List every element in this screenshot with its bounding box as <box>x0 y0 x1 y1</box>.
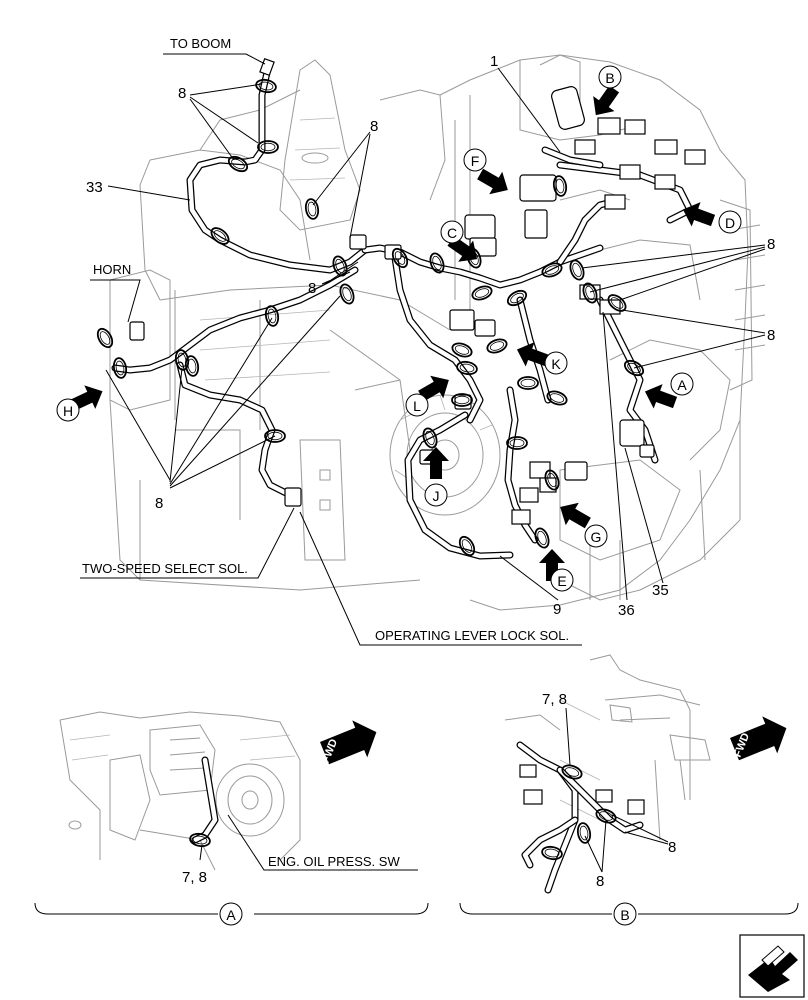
detail-view-b: 7, 8 8 8 FWD B <box>459 654 799 926</box>
label-horn: HORN <box>93 262 131 277</box>
label-operating-lever-lock-sol: OPERATING LEVER LOCK SOL. <box>375 628 569 643</box>
view-letter-d: D <box>725 215 735 231</box>
callout-labels: TO BOOM HORN TWO-SPEED SELECT SOL. OPERA… <box>82 36 775 643</box>
view-arrow-icon <box>418 375 449 402</box>
view-arrow-icon <box>644 384 678 409</box>
view-arrow-icon <box>516 342 550 367</box>
detail-b-title: B <box>620 907 629 923</box>
harness-clamps <box>93 77 647 559</box>
part-7-8-detail-b: 7, 8 <box>542 691 567 708</box>
view-letter-g: G <box>591 529 602 545</box>
view-arrows <box>70 85 716 581</box>
leader-lines <box>80 53 766 646</box>
connectors <box>129 57 706 525</box>
part-36: 36 <box>618 602 635 619</box>
part-8-detail-b-right: 8 <box>668 839 676 856</box>
view-letter-a: A <box>677 377 687 393</box>
view-letter-k: K <box>551 356 561 372</box>
fwd-arrow-icon <box>320 720 377 765</box>
part-33: 33 <box>86 179 103 196</box>
detail-a-engine-outline <box>59 711 301 871</box>
view-letter-l: L <box>413 398 421 414</box>
view-arrow-icon <box>682 202 716 227</box>
part-8-right-upper: 8 <box>767 236 775 253</box>
view-letter-h: H <box>63 403 73 419</box>
view-letter-e: E <box>557 573 566 589</box>
detail-view-a: ENG. OIL PRESS. SW 7, 8 FWD A <box>34 711 429 926</box>
view-letter-circles <box>56 65 742 592</box>
view-arrow-icon <box>70 385 103 411</box>
part-8-lower-left: 8 <box>155 495 163 512</box>
part-8-top-left: 8 <box>178 85 186 102</box>
view-letter-j: J <box>433 488 440 504</box>
view-arrow-icon <box>539 549 565 581</box>
detail-a-title: A <box>226 907 236 923</box>
part-1: 1 <box>490 53 498 70</box>
view-letter-b: B <box>605 70 614 86</box>
detail-b-frame-outline <box>504 654 711 841</box>
fwd-arrow-icon <box>730 716 787 761</box>
part-35: 35 <box>652 582 669 599</box>
label-to-boom: TO BOOM <box>170 36 231 51</box>
label-eng-oil-press-sw: ENG. OIL PRESS. SW <box>268 854 400 869</box>
view-arrow-icon <box>423 447 449 479</box>
part-8-detail-b-bottom: 8 <box>596 873 604 890</box>
view-letter-c: C <box>447 225 457 241</box>
view-arrow-icon <box>477 168 508 195</box>
view-arrow-icon <box>560 502 591 529</box>
part-7-8-detail-a: 7, 8 <box>182 869 207 886</box>
label-two-speed-select-sol: TWO-SPEED SELECT SOL. <box>82 561 248 576</box>
part-8-center: 8 <box>308 280 316 297</box>
part-9: 9 <box>553 601 561 618</box>
view-letters: B F C D H L K A J G E <box>63 70 735 589</box>
part-8-right-middle: 8 <box>767 327 775 344</box>
part-8-top-center: 8 <box>370 118 378 135</box>
next-page-icon[interactable] <box>739 934 805 998</box>
view-arrow-icon <box>593 85 620 116</box>
view-letter-f: F <box>471 153 480 169</box>
